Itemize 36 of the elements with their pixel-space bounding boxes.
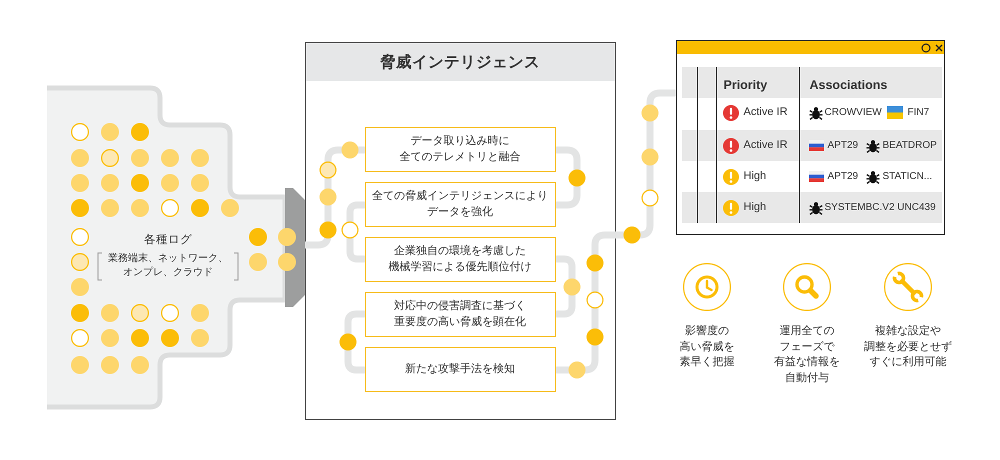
group-heading: 各種ログ bbox=[144, 232, 192, 248]
feature-text: 運用全てのフェーズで有益な情報を自動付与 bbox=[774, 324, 840, 386]
process-box bbox=[364, 126, 556, 172]
feature-text: 複雑な設定や調整を必要とせずすぐに利用可能 bbox=[864, 324, 952, 370]
feature-text: 影響度の高い脅威を素早く把握 bbox=[680, 324, 734, 370]
process-box bbox=[364, 182, 556, 226]
connector-line bbox=[344, 310, 365, 374]
step-text: 全ての脅威インテリジェンスによりデータを強化 bbox=[372, 188, 548, 220]
step-text: データ取り込み時に全てのテレメトリと融合 bbox=[400, 134, 520, 165]
tag-text: APT29 bbox=[828, 170, 858, 183]
step-text: 企業独自の環境を考慮した機械学習による優先順位付け bbox=[388, 244, 532, 275]
tag-text: APT29 bbox=[828, 139, 858, 152]
connector-line bbox=[556, 146, 580, 208]
dashboard-window bbox=[676, 40, 945, 235]
priority-text: Active IR bbox=[744, 106, 788, 119]
tag-text: STATICN... bbox=[882, 170, 932, 183]
connector-line bbox=[346, 202, 365, 262]
intelligence-panel bbox=[305, 42, 616, 420]
process-box bbox=[364, 236, 556, 282]
tag-text: CROWVIEW bbox=[824, 106, 882, 119]
source-list: 業務端末、ネットワーク、オンプレ、クラウド bbox=[108, 252, 228, 280]
tag-text: FIN7 bbox=[908, 106, 930, 119]
tag-text: SYSTEMBC.V2 UNC439 bbox=[824, 201, 936, 214]
step-text: 新たな攻撃手法を検知 bbox=[405, 362, 515, 377]
connector-line bbox=[556, 256, 576, 318]
priority-text: High bbox=[744, 201, 766, 214]
process-box bbox=[364, 346, 556, 392]
column-header: Priority bbox=[724, 76, 768, 94]
priority-text: High bbox=[744, 170, 766, 183]
priority-text: Active IR bbox=[744, 139, 788, 152]
panel-title: 脅威インテリジェンス bbox=[380, 52, 540, 72]
tag-text: BEATDROP bbox=[882, 139, 937, 152]
step-text: 対応中の侵害調査に基づく重要度の高い脅威を顕在化 bbox=[394, 298, 526, 330]
process-box bbox=[364, 292, 556, 336]
connector-line bbox=[556, 90, 676, 374]
column-header: Associations bbox=[810, 76, 888, 94]
